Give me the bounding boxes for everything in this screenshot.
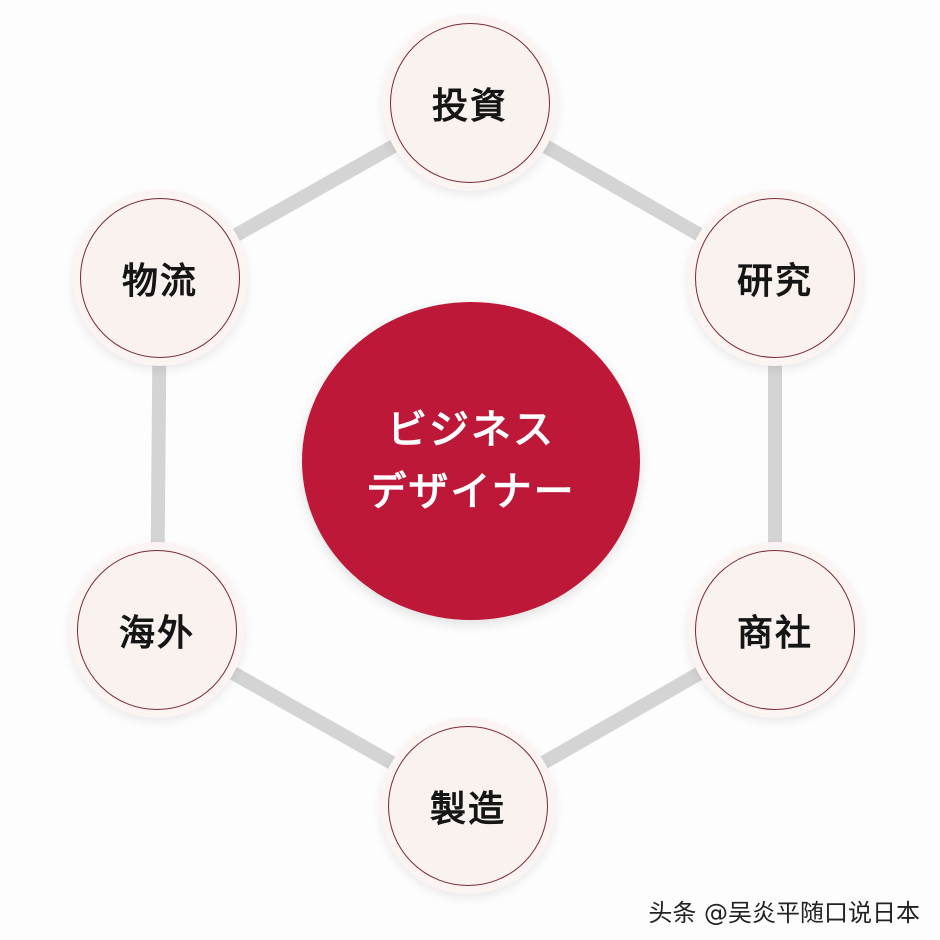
node-investment: 投資 [382, 15, 558, 191]
node-manufacturing: 製造 [380, 718, 556, 894]
node-label: 研究 [736, 261, 813, 302]
node-logistics: 物流 [72, 190, 248, 366]
node-overseas: 海外 [69, 542, 245, 718]
node-trading-company: 商社 [687, 542, 863, 718]
node-ring [80, 198, 240, 358]
node-research: 研究 [687, 190, 863, 366]
center-label-line2: デザイナー [366, 469, 576, 515]
node-ring [77, 550, 237, 710]
node-ring [695, 550, 855, 710]
node-label: 製造 [429, 789, 506, 830]
node-ring [390, 23, 550, 183]
node-label: 商社 [736, 613, 813, 654]
node-label: 投資 [431, 86, 508, 127]
node-ring [388, 726, 548, 886]
node-label: 海外 [118, 613, 195, 654]
watermark: 头条 @吴炎平随口说日本 [648, 899, 920, 927]
node-label: 物流 [121, 261, 198, 302]
center-node-business-designer: ビジネス デザイナー [302, 302, 640, 620]
center-label-line1: ビジネス [387, 407, 555, 453]
node-ring [695, 198, 855, 358]
